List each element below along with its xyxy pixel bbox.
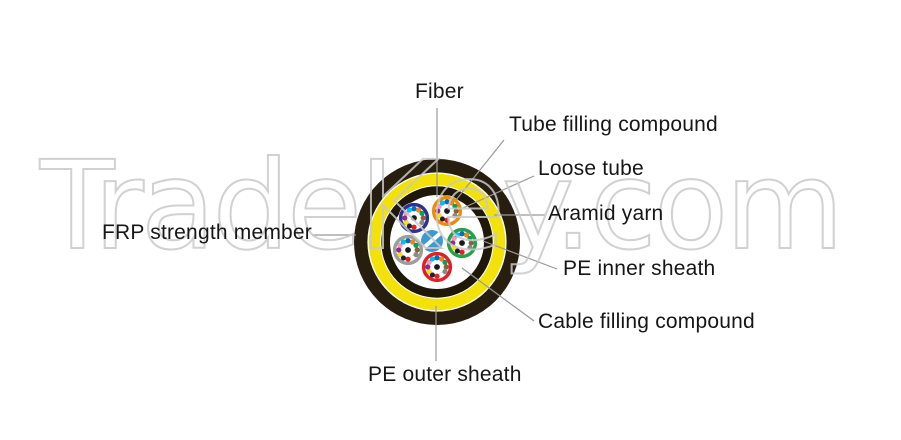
fiber-dot [442, 268, 448, 275]
fiber-dot [420, 215, 426, 221]
fiber-dot [434, 273, 440, 279]
fiber-dot [411, 206, 417, 212]
label-pe-inner-sheath: PE inner sheath [563, 257, 716, 280]
fiber-dot [400, 239, 407, 245]
fiber-dot [453, 208, 459, 214]
fiber-dot [444, 217, 450, 223]
fiber-dot [443, 264, 449, 270]
fiber-dot [436, 203, 442, 210]
label-fiber: Fiber [415, 80, 464, 103]
fiber-dot [444, 199, 450, 205]
fiber-dot [397, 242, 403, 249]
fiber-dot [400, 255, 407, 261]
fiber-dot [442, 259, 448, 266]
loose-tube-leader-line [462, 175, 535, 209]
tube-center-fiber-dot [434, 264, 440, 270]
fiber-dot [403, 219, 409, 226]
fiber-dot [467, 244, 473, 251]
tube-center-fiber-dot [411, 215, 417, 221]
fiber-dot [429, 256, 436, 262]
loose-tube-blue-tube [398, 202, 430, 234]
fiber-dot [413, 251, 419, 258]
loose-tube-red-tube [421, 251, 453, 283]
fiber-dot [439, 216, 446, 222]
tube-center-fiber-dot [444, 208, 450, 214]
fiber-dot [439, 200, 446, 206]
fiber-dot [406, 207, 413, 213]
pe-inner-leader-line [482, 240, 558, 270]
fiber-dot [436, 212, 442, 219]
fiber-dot [450, 240, 456, 246]
loose-tube-gray-tube [392, 234, 424, 266]
fiber-dot [452, 212, 458, 219]
fiber-dot [454, 232, 461, 238]
fiber-dot [426, 259, 432, 266]
fiber-dot [406, 223, 413, 229]
tube-center-fiber-dot [405, 247, 411, 253]
fiber-dot [435, 208, 441, 214]
cable-filling-leader-line [461, 267, 535, 322]
fiber-dot [402, 215, 408, 221]
fiber-dot [468, 240, 474, 246]
label-loose-tube: Loose tube [538, 157, 644, 180]
fiber-dot [451, 244, 457, 251]
label-frp-strength-member: FRP strength member [102, 221, 312, 244]
fiber-dot [429, 272, 436, 278]
fiber-dot [448, 200, 455, 206]
fiber-dot [459, 249, 465, 255]
fiber-dot [452, 203, 458, 210]
fiber-dot [454, 248, 461, 254]
fiber-dot [459, 231, 465, 237]
fiber-dot [415, 207, 422, 213]
loose-tubes-group [392, 195, 478, 283]
fiber-dot [415, 223, 422, 229]
fiber-dot [414, 247, 420, 253]
tube-filling-leader-line [455, 139, 505, 201]
fiber-dot [411, 224, 417, 230]
fiber-dot [419, 219, 425, 226]
fiber-dot [438, 272, 445, 278]
fiber-dot [448, 216, 455, 222]
label-cable-filling-compound: Cable filling compound [538, 310, 755, 333]
fiber-dot [419, 210, 425, 217]
fiber-dot [409, 239, 416, 245]
label-pe-outer-sheath: PE outer sheath [368, 363, 522, 386]
fiber-dot [396, 247, 402, 253]
fiber-dot [451, 235, 457, 242]
fiber-dot [467, 235, 473, 242]
loose-tube-green-tube [446, 227, 478, 259]
tube-center-fiber-dot [459, 240, 465, 246]
fiber-dot [434, 255, 440, 261]
fiber-dot [438, 256, 445, 262]
fiber-dot [463, 232, 470, 238]
fiber-dot [403, 210, 409, 217]
fiber-dot [426, 268, 432, 275]
label-tube-filling-compound: Tube filling compound [509, 113, 718, 136]
leader-lines [312, 108, 558, 361]
fiber-dot [405, 238, 411, 244]
fiber-dot [405, 256, 411, 262]
fiber-dot [409, 255, 416, 261]
fiber-dot [397, 251, 403, 258]
label-aramid-yarn: Aramid yarn [548, 202, 664, 225]
fiber-dot [425, 264, 431, 270]
loose-tube-orange-tube [431, 195, 463, 227]
fiber-dot [413, 242, 419, 249]
fiber-dot [463, 248, 470, 254]
